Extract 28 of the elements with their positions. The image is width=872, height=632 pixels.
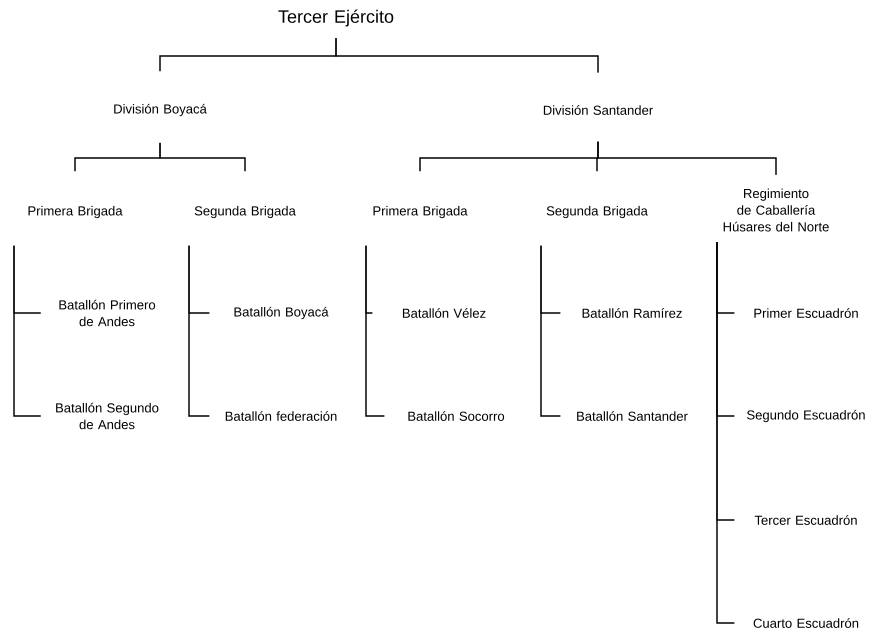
org-label: Batallón Segundo de Andes [56, 402, 158, 430]
org-label: Batallón Ramírez [582, 308, 682, 318]
org-label: Regimiento de Caballería Húsares del Norte [724, 188, 829, 232]
connector-line [716, 242, 734, 624]
org-label: División Santander [544, 105, 653, 115]
org-label: Primera Brigada [28, 206, 123, 218]
connector-line [597, 142, 777, 175]
org-label: Batallón federación [226, 411, 336, 421]
org-label: Segunda Brigada [546, 206, 648, 218]
org-label: Tercer Escuadrón [754, 515, 857, 525]
connector-line [188, 246, 210, 417]
connector-line [365, 246, 384, 417]
connector-line [159, 142, 246, 172]
org-label: Segunda Brigada [194, 206, 296, 218]
org-label: Batallón Vélez [402, 308, 486, 318]
org-label: Cuarto Escuadrón [754, 618, 858, 628]
org-label: Batallón Boyacá [234, 306, 329, 320]
connector-line [13, 246, 41, 417]
org-label: División Boyacá [114, 104, 207, 116]
connector-line [540, 246, 560, 417]
org-label: Batallón Primero de Andes [59, 300, 156, 326]
connector-line [335, 38, 599, 73]
org-label: Tercer Ejército [278, 10, 394, 26]
org-label: Segundo Escuadrón [747, 410, 865, 422]
org-label: Primer Escuadrón [754, 308, 858, 318]
org-label: Primera Brigada [374, 206, 468, 218]
org-label: Batallón Socorro [408, 411, 504, 421]
org-label: Batallón Santander [577, 411, 688, 421]
